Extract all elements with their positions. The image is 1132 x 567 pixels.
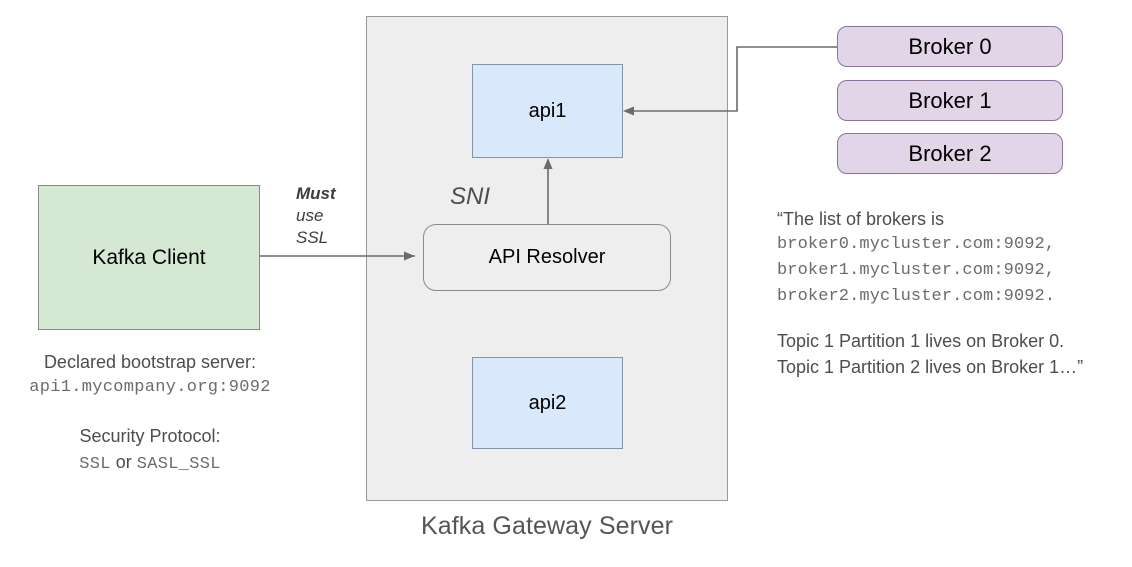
- api-resolver-label: API Resolver: [488, 246, 606, 268]
- security-protocol-title: Security Protocol:: [79, 426, 221, 446]
- security-protocol-value-ssl: SSL: [79, 455, 111, 474]
- declared-bootstrap-value: api1.mycompany.org:9092: [29, 378, 271, 397]
- security-protocol-value-sasl-ssl: SASL_SSL: [136, 455, 221, 474]
- api2-node: api2: [472, 357, 623, 449]
- broker-0-label: Broker 0: [908, 33, 992, 59]
- broker-1-label: Broker 1: [908, 87, 992, 113]
- api1-label: api1: [528, 99, 567, 122]
- note-line-5: Topic 1 Partition 1 lives on Broker 0.: [777, 331, 1065, 351]
- sni-edge-label: SNI: [450, 181, 530, 213]
- must-use-ssl-line-2: use: [296, 206, 324, 225]
- note-spacer: [777, 310, 1127, 328]
- must-use-ssl-line-3: SSL: [296, 228, 329, 247]
- api-resolver-node: API Resolver: [423, 224, 671, 291]
- broker-list-note: “The list of brokers is broker0.mycluste…: [777, 206, 1127, 380]
- api2-label: api2: [528, 391, 567, 414]
- broker-0-node: Broker 0: [837, 26, 1063, 67]
- note-line-3: broker1.mycluster.com:9092,: [777, 261, 1056, 280]
- api1-node: api1: [472, 64, 623, 158]
- kafka-client-label: Kafka Client: [92, 245, 206, 269]
- security-protocol-conjunction: or: [115, 452, 132, 472]
- gateway-caption: Kafka Gateway Server: [366, 507, 728, 545]
- broker-2-node: Broker 2: [837, 133, 1063, 174]
- note-line-6: Topic 1 Partition 2 lives on Broker 1…”: [777, 357, 1084, 377]
- broker-2-label: Broker 2: [908, 140, 992, 166]
- broker-1-node: Broker 1: [837, 80, 1063, 121]
- note-line-4: broker2.mycluster.com:9092.: [777, 287, 1056, 306]
- gateway-caption-text: Kafka Gateway Server: [420, 511, 674, 540]
- security-protocol-values: SSL or SASL_SSL: [0, 449, 300, 478]
- kafka-client-node: Kafka Client: [38, 185, 260, 330]
- must-use-ssl-line-1: Must: [296, 184, 336, 203]
- sni-text: SNI: [450, 183, 491, 210]
- note-line-1: “The list of brokers is: [777, 209, 945, 229]
- note-line-2: broker0.mycluster.com:9092,: [777, 235, 1056, 254]
- must-use-ssl-edge-label: Must use SSL: [296, 183, 366, 249]
- declared-bootstrap-server-label: Declared bootstrap server: api1.mycompan…: [0, 349, 300, 401]
- security-protocol-label: Security Protocol: SSL or SASL_SSL: [0, 423, 300, 478]
- declared-bootstrap-title: Declared bootstrap server:: [43, 352, 257, 372]
